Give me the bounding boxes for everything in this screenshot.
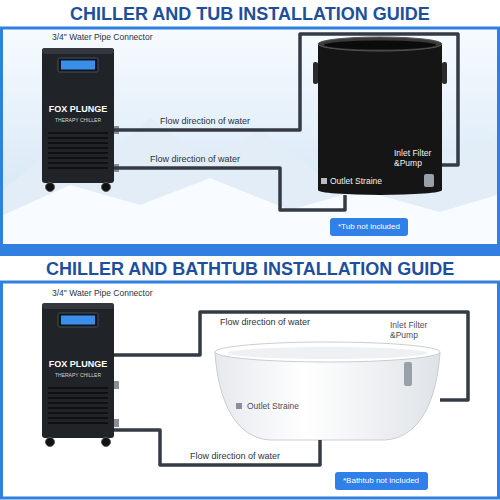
panel-heading: CHILLER AND BATHTUB INSTALLATION GUIDE <box>46 259 454 279</box>
water-pipe <box>114 168 345 210</box>
part-label: Inlet Filter &Pump <box>394 148 442 168</box>
note-box: *Tub not included <box>330 218 408 236</box>
bathtub-illustration <box>215 342 440 440</box>
note-text: *Bathtub not included <box>343 472 419 490</box>
connector-note: 3/4" Water Pipe Connector <box>52 32 153 42</box>
water-pipe <box>114 312 468 400</box>
snow-field <box>3 178 497 244</box>
chiller-unit: FOX PLUNGE THERAPY CHILLER <box>42 303 114 438</box>
water-pipe <box>114 34 458 165</box>
flow-label: Flow direction of water <box>190 451 280 462</box>
tub-body: Outlet Straine Inlet Filter &Pump <box>318 40 442 195</box>
chiller-illustration <box>42 48 119 192</box>
part-label: Outlet Straine <box>330 176 400 186</box>
bottom-panel <box>2 282 499 498</box>
top-panel <box>2 28 499 245</box>
note-box: *Bathtub not included <box>335 472 428 490</box>
flow-label: Flow direction of water <box>160 116 250 127</box>
flow-label: Flow direction of water <box>150 154 240 165</box>
heading-band <box>0 256 500 282</box>
panel-heading: CHILLER AND TUB INSTALLATION GUIDE <box>70 4 430 24</box>
model-name: THERAPY CHILLER <box>42 117 114 123</box>
note-text: *Tub not included <box>338 218 400 236</box>
flow-label: Flow direction of water <box>220 317 310 328</box>
tub-illustration <box>313 37 447 195</box>
chiller-illustration <box>42 303 119 447</box>
divider-band <box>0 244 500 256</box>
part-label: Outlet Straine <box>247 401 317 411</box>
heading-band <box>0 0 500 28</box>
bathtub-body: Outlet StraineInlet Filter &Pump <box>215 345 440 440</box>
part-label: Inlet Filter &Pump <box>390 320 440 340</box>
chiller-unit: FOX PLUNGE THERAPY CHILLER <box>42 48 114 183</box>
connector-note: 3/4" Water Pipe Connector <box>52 288 153 298</box>
water-pipe <box>114 430 320 465</box>
brand-name: FOX PLUNGE <box>42 104 114 115</box>
model-name: THERAPY CHILLER <box>42 372 114 378</box>
brand-name: FOX PLUNGE <box>42 359 114 370</box>
